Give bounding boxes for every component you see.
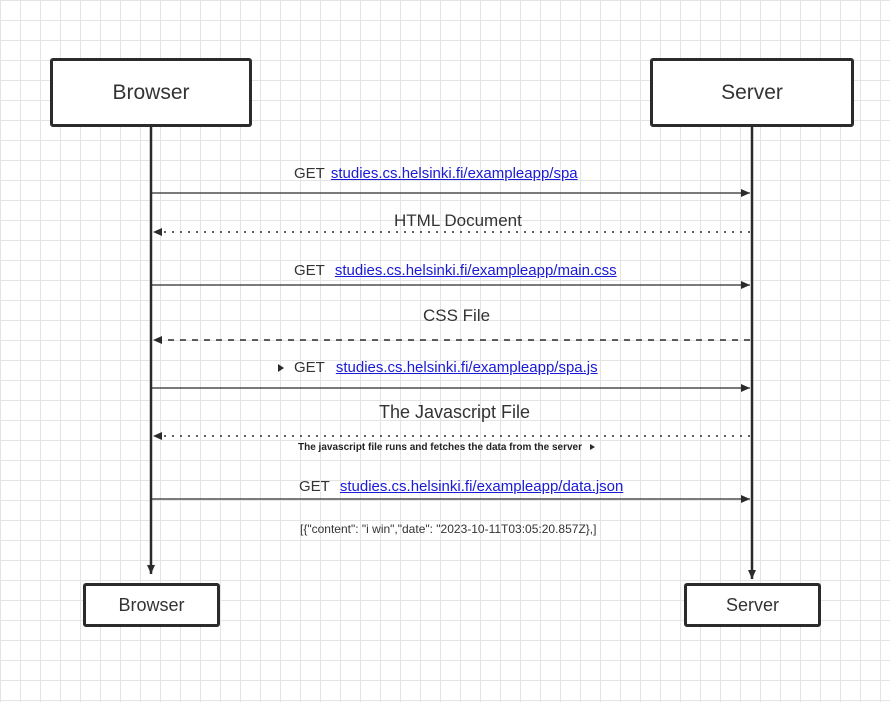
js-runs-note: The javascript file runs and fetches the… xyxy=(298,442,595,453)
request-spa-label: GET studies.cs.helsinki.fi/exampleapp/spa xyxy=(294,165,578,182)
http-method: GET xyxy=(294,262,325,279)
request-css-label: GET studies.cs.helsinki.fi/exampleapp/mai… xyxy=(294,262,617,279)
http-method: GET xyxy=(294,165,325,182)
browser-label: Browser xyxy=(112,80,190,104)
response-html-label: HTML Document xyxy=(394,211,522,230)
response-js-label: The Javascript File xyxy=(379,402,531,422)
triangle-icon xyxy=(278,364,284,373)
request-json-link[interactable]: studies.cs.helsinki.fi/exampleapp/data.j… xyxy=(339,478,624,495)
browser-label: Browser xyxy=(118,594,185,615)
server-participant-top: Server xyxy=(650,58,854,127)
request-json-label: GET studies.cs.helsinki.fi/exampleapp/dat… xyxy=(299,478,623,495)
request-js-label: GET studies.cs.helsinki.fi/exampleapp/spa… xyxy=(278,359,598,376)
browser-participant-top: Browser xyxy=(50,58,252,127)
request-spa-link[interactable]: studies.cs.helsinki.fi/exampleapp/spa xyxy=(330,165,578,182)
http-method: GET xyxy=(299,478,330,495)
triangle-icon xyxy=(589,444,595,451)
server-participant-bottom: Server xyxy=(684,583,821,627)
server-label: Server xyxy=(725,594,779,615)
js-runs-note-text: The javascript file runs and fetches the… xyxy=(298,442,582,453)
json-response-note: [{"content": "i win","date": "2023-10-11… xyxy=(300,522,597,536)
request-css-link[interactable]: studies.cs.helsinki.fi/exampleapp/main.c… xyxy=(334,262,617,279)
request-js-link[interactable]: studies.cs.helsinki.fi/exampleapp/spa.js xyxy=(335,359,598,376)
response-css-label: CSS File xyxy=(423,306,491,325)
server-label: Server xyxy=(721,80,783,104)
http-method: GET xyxy=(294,359,325,376)
browser-participant-bottom: Browser xyxy=(83,583,220,627)
